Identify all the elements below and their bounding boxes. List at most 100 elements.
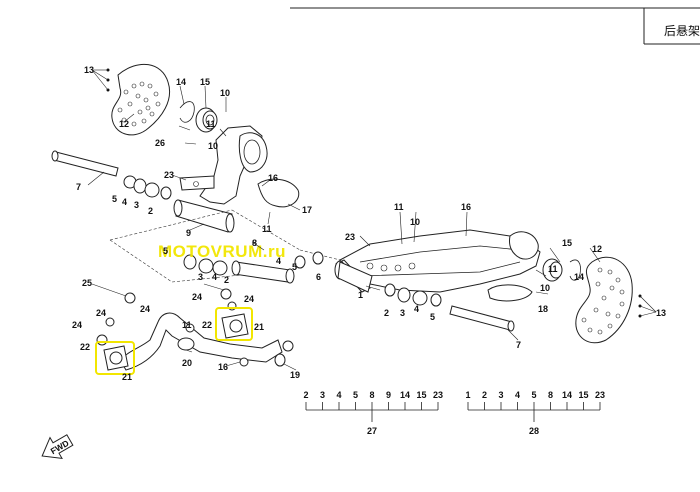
callout-5-right: 5 [430,312,435,322]
callout-4-lower-b: 4 [276,256,281,266]
kit-28-part-label: 1 [465,390,470,400]
highlight-box-bushing-right [215,307,253,341]
callout-25: 25 [82,278,92,288]
kit-28-number: 28 [529,426,539,436]
right-caliper-bracket [487,284,533,302]
callout-24-b: 24 [72,320,82,330]
callout-4-upper: 4 [122,197,127,207]
callout-2-lower: 2 [224,275,229,285]
pivot-spacers-lower [183,251,324,284]
callout-22-left: 22 [80,342,90,352]
watermark-text: MOTOVRUM.ru [158,242,286,261]
callout-9: 9 [186,228,191,238]
kit-28-part-label: 4 [515,390,520,400]
callout-26: 26 [155,138,165,148]
leader-lines [87,85,601,371]
callout-5-lower: 5 [163,246,168,256]
kit-27-part-label: 9 [386,390,391,400]
right-brake-disc [575,256,633,344]
callout-2-upper: 2 [148,206,153,216]
kit-27-part-label: 5 [353,390,358,400]
callout-6: 6 [316,272,321,282]
callout-14-left: 14 [176,77,186,87]
callout-20: 20 [182,358,192,368]
callout-8: 8 [252,238,257,248]
kit-27-part-label: 4 [336,390,341,400]
callout-11-top: 11 [206,119,216,129]
callout-24-a: 24 [96,308,106,318]
kit-27-part-label: 8 [369,390,374,400]
callout-7-right: 7 [516,340,521,350]
callout-18: 18 [538,304,548,314]
callout-11-right: 11 [548,264,558,274]
kit-28-part-label: 8 [548,390,553,400]
callout-23-left: 23 [164,170,174,180]
left-snap-ring [179,101,195,123]
right-spacers [384,283,442,307]
callout-1: 1 [358,290,363,300]
callout-21-left: 21 [122,372,132,382]
callout-11-swingarm: 11 [394,202,404,212]
callout-15-left: 15 [200,77,210,87]
callout-2-right: 2 [384,308,389,318]
highlight-box-bushing-left [95,341,135,375]
pivot-tube-9 [173,199,235,233]
callout-15-right: 15 [562,238,572,248]
left-axle [51,150,119,177]
callout-11-lower-b: 11 [182,320,192,330]
left-bearing [195,107,218,133]
kit-27-part-label: 15 [416,390,426,400]
callout-13-left: 13 [84,65,94,75]
kit-27-part-label: 14 [400,390,410,400]
callout-24-e: 24 [244,294,254,304]
forward-direction-badge: FWD [41,434,74,460]
kit-28-part-label: 2 [482,390,487,400]
callout-11-lower: 11 [262,224,272,234]
callout-10-top: 10 [220,88,230,98]
callout-16-top: 16 [268,173,278,183]
callout-21-right: 21 [254,322,264,332]
bushing-left [103,345,129,371]
callout-14-right: 14 [574,272,584,282]
pivot-spacers-upper [123,175,172,200]
kit-27-part-label: 23 [433,390,443,400]
callout-4-lower-a: 4 [212,272,217,282]
right-bearing [542,258,581,282]
title-text: 后悬架 [664,24,700,38]
callout-24-c: 24 [140,304,150,314]
left-knuckle [179,125,268,205]
kit-27-part-label: 2 [303,390,308,400]
stabilizer-bar [119,312,294,371]
left-disc-bolts [91,68,110,92]
kit-28-part-label: 3 [498,390,503,400]
callout-10-mid: 10 [208,141,218,151]
callout-10-swingarm: 10 [410,217,420,227]
kit-28-part-label: 5 [531,390,536,400]
callout-3-right: 3 [400,308,405,318]
kit-28-part-label: 23 [595,390,605,400]
left-guard [257,178,300,208]
callout-23-swingarm: 23 [345,232,355,242]
callout-5-upper: 5 [112,194,117,204]
kit-28-part-label: 14 [562,390,572,400]
kit-27-part-label: 3 [320,390,325,400]
callout-12-left: 12 [119,119,129,129]
callout-24-d: 24 [192,292,202,302]
callout-7-left: 7 [76,182,81,192]
kit-27-number: 27 [367,426,377,436]
bushing-right [221,313,249,339]
callout-12-right: 12 [592,244,602,254]
right-disc-bolts [638,294,657,318]
callout-13-right: 13 [656,308,666,318]
callout-17: 17 [302,205,312,215]
right-axle [449,305,515,332]
callout-labels: 13 12 14 15 10 11 26 10 23 16 17 11 7 5 … [72,65,666,382]
swing-arm [334,229,541,293]
callout-3-lower: 3 [198,272,203,282]
kit-28-part-label: 15 [578,390,588,400]
callout-16-swingarm: 16 [461,202,471,212]
callout-19: 19 [290,370,300,380]
